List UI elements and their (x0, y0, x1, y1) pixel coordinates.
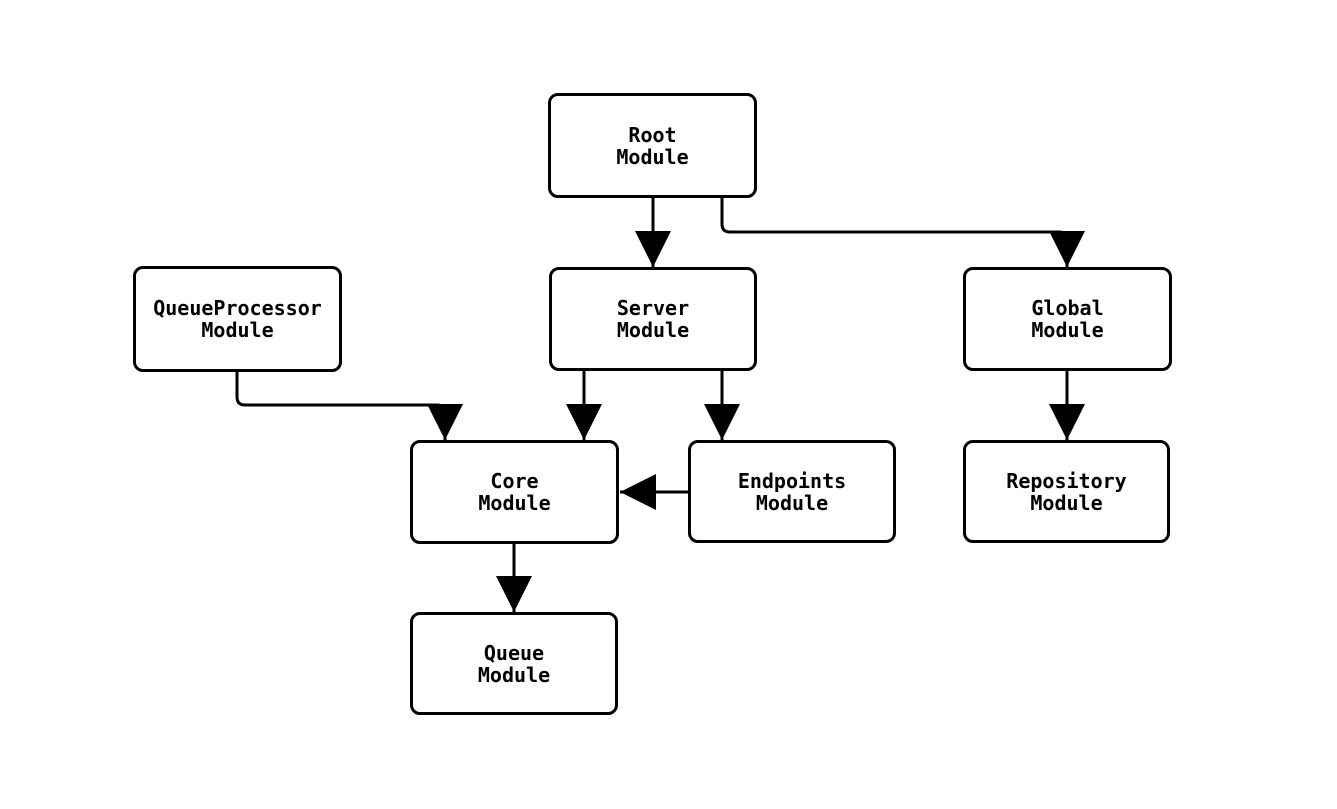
node-queue-module-label: Queue Module (477, 640, 551, 687)
node-repository-module-label: Repository Module (1006, 468, 1127, 515)
node-queue-module: Queue Module (410, 612, 618, 715)
node-root-module-label: Root Module (616, 122, 689, 169)
node-endpoints-module-label: Endpoints Module (737, 468, 847, 515)
node-core-module: Core Module (410, 440, 619, 544)
node-server-module-label: Server Module (616, 296, 690, 342)
node-global-module: Global Module (963, 267, 1172, 371)
node-endpoints-module: Endpoints Module (688, 440, 896, 543)
edge-queueprocessor-to-core (235, 372, 463, 440)
node-global-module-label: Global Module (1031, 296, 1104, 342)
node-queueprocessor-module: QueueProcessor Module (133, 266, 342, 372)
node-server-module: Server Module (549, 267, 757, 371)
node-root-module: Root Module (548, 93, 757, 198)
node-core-module-label: Core Module (478, 469, 551, 515)
edge-root-to-global (720, 198, 1085, 267)
node-repository-module: Repository Module (963, 440, 1170, 543)
node-queueprocessor-module-label: QueueProcessor Module (153, 296, 322, 342)
